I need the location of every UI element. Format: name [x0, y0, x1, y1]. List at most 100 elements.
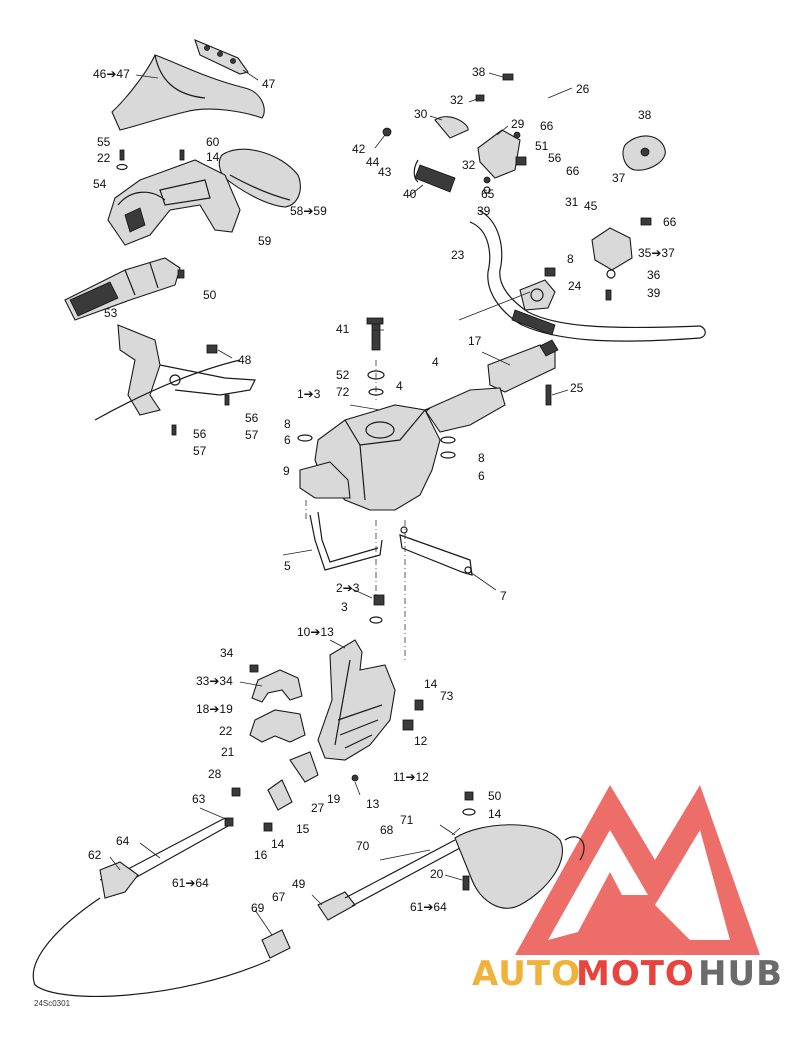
callout-label: 73 — [440, 689, 454, 703]
lower-steering-bracket-part — [317, 639, 396, 761]
callout-label: 8 — [478, 451, 485, 465]
callout-label: 9 — [283, 464, 290, 478]
callout-label: 46➔47 — [93, 67, 130, 81]
callout-label: 45 — [584, 199, 598, 213]
leader-lines — [109, 69, 573, 936]
callout-label: 13 — [366, 797, 380, 811]
callout-label: 8 — [284, 417, 291, 431]
callout-label: 56 — [548, 151, 562, 165]
callout-label: 5 — [284, 559, 291, 573]
callout-label: 1➔3 — [297, 387, 321, 401]
callout-label: 15 — [296, 822, 310, 836]
callout-label: 56 — [245, 411, 259, 425]
callout-label: 70 — [356, 839, 370, 853]
left-bracket-part — [94, 324, 256, 421]
callout-label: 39 — [647, 286, 661, 300]
callout-label: 20 — [430, 867, 444, 881]
automotohub-logo-icon — [515, 785, 760, 955]
callout-label: 16 — [254, 848, 268, 862]
callout-label: 51 — [535, 139, 549, 153]
callout-label: 66 — [540, 119, 554, 133]
callout-label: 49 — [292, 877, 306, 891]
callout-label: 17 — [468, 334, 482, 348]
callout-label: 7 — [500, 589, 507, 603]
handlebar-tube-part — [469, 209, 706, 342]
right-grip-part — [413, 116, 521, 193]
handlebar-clamp-part — [519, 279, 556, 311]
throttle-housing-part — [591, 135, 666, 271]
callout-label: 32 — [462, 158, 476, 172]
callout-label: 26 — [576, 82, 590, 96]
callout-label: 61➔64 — [172, 876, 209, 890]
callout-label: 39 — [477, 204, 491, 218]
callout-label: 28 — [208, 767, 222, 781]
callout-label: 33➔34 — [196, 674, 233, 688]
callout-label: 38 — [472, 65, 486, 79]
alignment-lines — [305, 360, 406, 660]
callout-label: 14 — [271, 837, 285, 851]
callout-label: 3 — [341, 600, 348, 614]
callout-label: 47 — [262, 77, 276, 91]
steering-clamp-part — [249, 669, 319, 811]
callout-label: 37 — [612, 171, 626, 185]
callout-label: 50 — [488, 789, 502, 803]
callout-label: 22 — [97, 151, 111, 165]
watermark-hub: HUB — [698, 954, 783, 994]
callout-label: 11➔12 — [393, 770, 429, 784]
callout-label: 54 — [93, 177, 107, 191]
callout-label: 21 — [221, 745, 235, 759]
steering-support-part — [107, 159, 241, 246]
callout-label: 18➔19 — [196, 702, 233, 716]
callout-label: 64 — [116, 834, 130, 848]
callout-label: 59 — [258, 234, 272, 248]
diagram-code: 24Sc0301 — [34, 999, 71, 1008]
callout-label: 38 — [638, 108, 652, 122]
callout-label: 10➔13 — [297, 625, 334, 639]
callout-label: 25 — [570, 381, 584, 395]
callout-label: 63 — [192, 792, 206, 806]
callout-label: 71 — [400, 813, 414, 827]
callout-label: 66 — [663, 215, 677, 229]
callout-label: 48 — [238, 353, 252, 367]
callout-label: 50 — [203, 288, 217, 302]
callout-label: 14 — [206, 150, 220, 164]
callout-label: 6 — [284, 433, 291, 447]
callout-label: 53 — [104, 306, 118, 320]
handlebar-pad-part — [218, 148, 301, 208]
steering-column-part — [421, 339, 559, 433]
watermark-auto: AUTO — [472, 954, 581, 994]
callout-label: 43 — [378, 165, 392, 179]
callout-label: 65 — [481, 187, 495, 201]
callout-label: 19 — [327, 792, 341, 806]
automotohub-watermark: AUTO MOTO HUB — [472, 954, 783, 994]
callout-label: 30 — [414, 107, 428, 121]
callout-label: 68 — [380, 823, 394, 837]
watermark-moto: MOTO — [576, 954, 695, 994]
callout-label: 35➔37 — [638, 246, 675, 260]
callout-label: 14 — [488, 807, 502, 821]
callout-label: 61➔64 — [410, 900, 447, 914]
steering-rod-part — [309, 511, 473, 576]
callout-label: 42 — [352, 142, 366, 156]
callout-label: 72 — [336, 385, 350, 399]
callout-label: 57 — [245, 428, 259, 442]
callout-label: 44 — [366, 155, 380, 169]
callout-label: 58➔59 — [290, 204, 327, 218]
callout-label: 2➔3 — [336, 581, 360, 595]
callout-label: 36 — [647, 268, 661, 282]
callout-label: 23 — [451, 248, 465, 262]
callout-label: 4 — [396, 379, 403, 393]
callout-label: 6 — [478, 469, 485, 483]
callout-label: 55 — [97, 135, 111, 149]
callout-label: 31 — [565, 195, 579, 209]
callout-label: 67 — [272, 890, 286, 904]
callout-label: 22 — [219, 724, 233, 738]
callout-label: 8 — [567, 252, 574, 266]
callout-label: 32 — [450, 93, 464, 107]
callout-label: 40 — [403, 187, 417, 201]
callout-label: 52 — [336, 368, 350, 382]
callout-label: 62 — [88, 848, 102, 862]
callout-label: 29 — [511, 117, 525, 131]
left-grip-part — [64, 257, 181, 321]
